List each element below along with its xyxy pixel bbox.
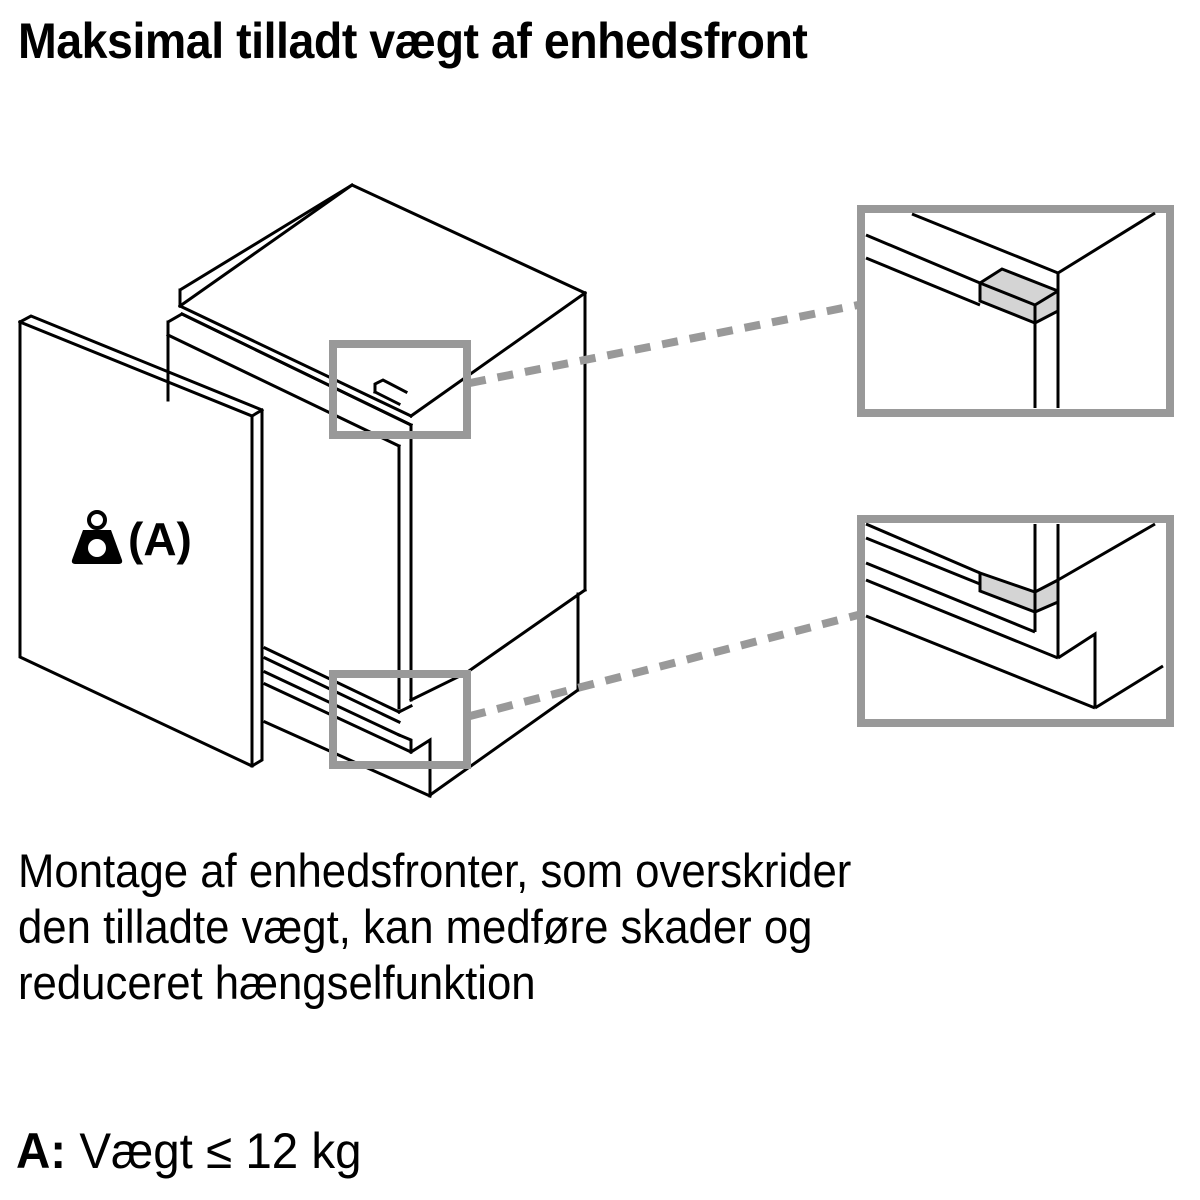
- bottom-leader-line: [468, 611, 860, 720]
- front-weight-label: (A): [128, 513, 192, 565]
- description-line: reduceret hængselfunktion: [18, 956, 536, 1009]
- weight-icon: [71, 510, 123, 564]
- weight-spec: A: Vægt ≤ 12 kg: [16, 1122, 362, 1180]
- top-leader-line: [469, 301, 859, 387]
- warning-description: Montage af enhedsfronter, som overskride…: [18, 843, 851, 1011]
- description-line: den tilladte vægt, kan medføre skader og: [18, 900, 813, 953]
- spec-value: Vægt ≤ 12 kg: [79, 1123, 362, 1179]
- bottom-hinge-marker: [329, 670, 471, 769]
- bottom-hinge-detail: [857, 515, 1174, 727]
- top-hinge-detail: [857, 205, 1174, 417]
- cabinet: [165, 182, 588, 798]
- spec-key: A:: [16, 1123, 67, 1179]
- installation-diagram: [17, 182, 1174, 798]
- top-hinge-marker: [329, 340, 471, 439]
- description-line: Montage af enhedsfronter, som overskride…: [18, 844, 852, 897]
- front-panel: [17, 314, 265, 768]
- page-title: Maksimal tilladt vægt af enhedsfront: [18, 13, 808, 69]
